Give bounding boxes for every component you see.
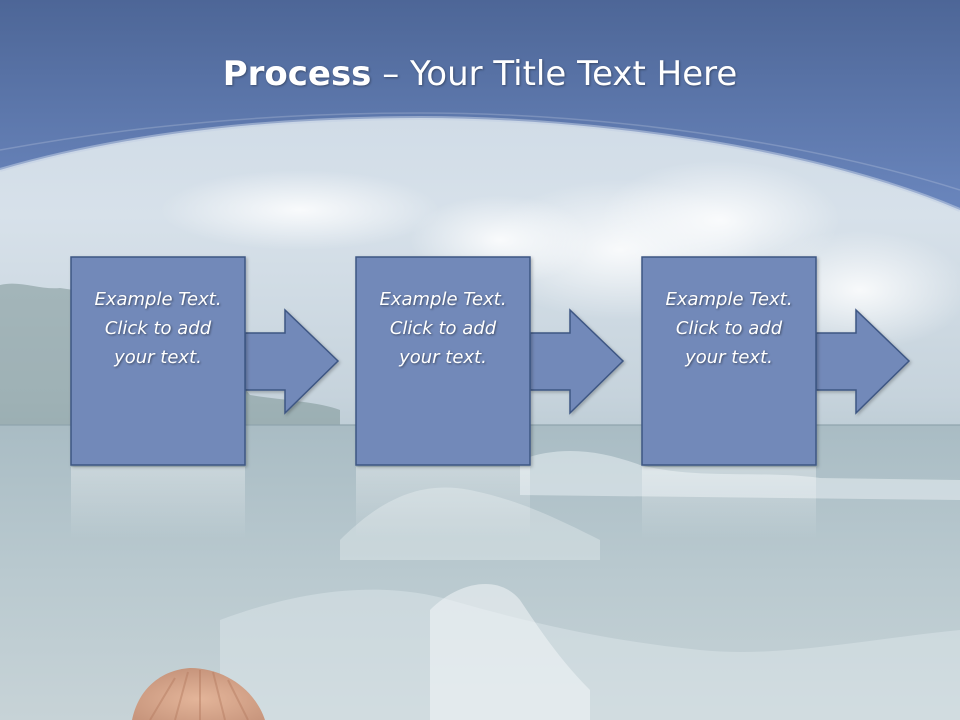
step-3-text: Example Text. Click to add your text. [665,288,793,368]
step-3-reflection [642,467,816,539]
step-3-text-area[interactable]: Example Text. Click to add your text. [642,257,816,465]
step-1-box [70,256,246,466]
step-1-text: Example Text. Click to add your text. [94,288,222,368]
page-title[interactable]: Process – Your Title Text Here [0,52,960,96]
step-2-shape[interactable] [355,256,625,539]
step-3-shape[interactable] [641,256,911,539]
step-1-shape[interactable] [70,256,340,539]
step-2-reflection [356,467,530,539]
step-2-text-area[interactable]: Example Text. Click to add your text. [356,257,530,465]
step-2-text: Example Text. Click to add your text. [379,288,507,368]
step-1-text-area[interactable]: Example Text. Click to add your text. [71,257,245,465]
title-rest: – Your Title Text Here [371,54,738,94]
step-1-arrow [244,308,340,415]
step-1-reflection [71,467,245,539]
step-3-arrow [815,308,911,415]
step-2-box [355,256,531,466]
step-3-box [641,256,817,466]
title-bold: Process [222,54,372,94]
step-2-arrow [529,308,625,415]
